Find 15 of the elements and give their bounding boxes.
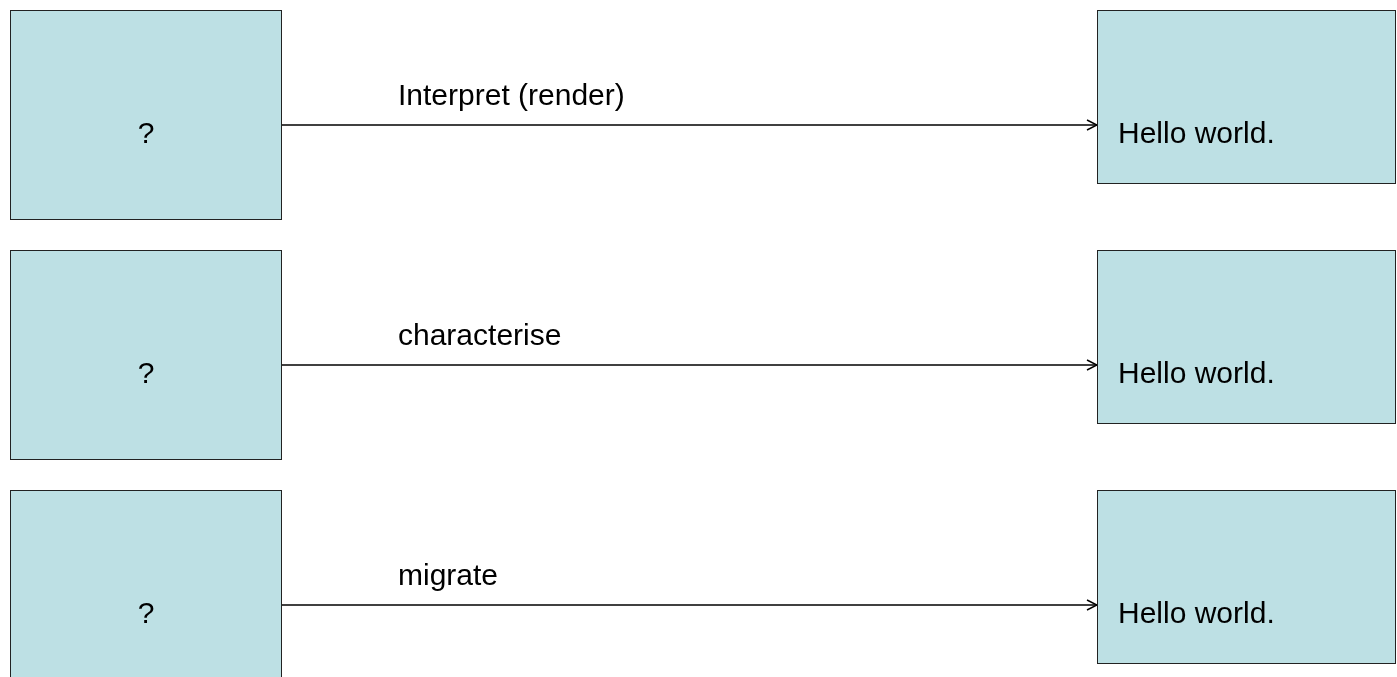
- process-box: [10, 250, 282, 460]
- arrow: [281, 599, 1098, 611]
- process-box: [1097, 10, 1396, 184]
- arrow: [281, 119, 1098, 131]
- box-text: Hello world.: [1118, 115, 1275, 151]
- process-box: [10, 490, 282, 677]
- box-text: Hello world.: [1118, 355, 1275, 391]
- box-text: ?: [137, 115, 155, 151]
- process-box: [1097, 250, 1396, 424]
- process-box: [10, 10, 282, 220]
- process-box: [1097, 490, 1396, 664]
- box-text: Hello world.: [1118, 595, 1275, 631]
- box-text: ?: [137, 355, 155, 391]
- arrow: [281, 359, 1098, 371]
- box-text: ?: [137, 595, 155, 631]
